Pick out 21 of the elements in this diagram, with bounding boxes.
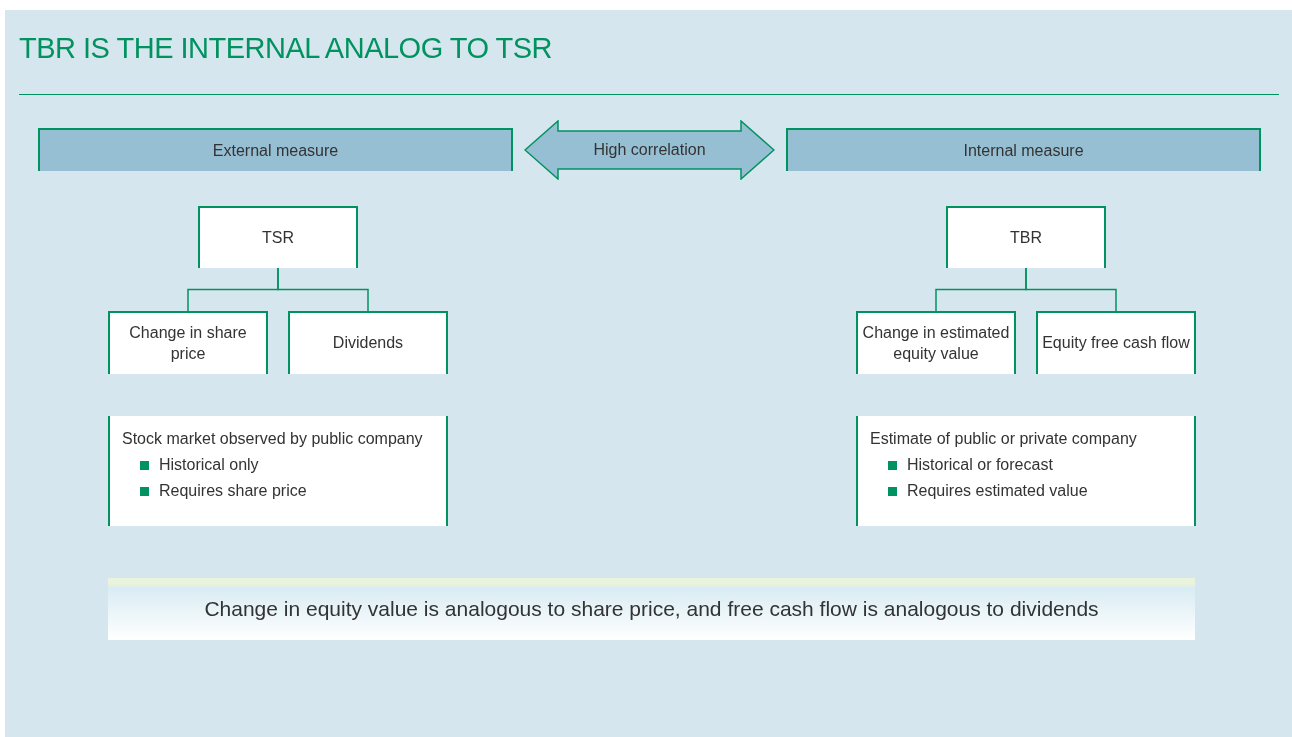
bullet-text: Requires estimated value (907, 482, 1088, 500)
note-box (108, 416, 448, 526)
note-heading: Stock market observed by public company (122, 430, 423, 448)
arrow-label: High correlation (593, 141, 706, 159)
header-band: External measure (38, 128, 513, 171)
note-box (856, 416, 1196, 526)
connector-line (277, 267, 369, 312)
bullet-text: Requires share price (159, 482, 307, 500)
process-box: Dividends (288, 311, 448, 374)
process-box: Change in estimated equity value (856, 311, 1016, 374)
process-box: Equity free cash flow (1036, 311, 1196, 374)
summary-banner: Change in equity value is analogous to share price, and free cash flow is analogous to dividends (108, 578, 1195, 640)
note-heading: Estimate of public or private company (870, 430, 1137, 448)
bullet-text: Historical or forecast (907, 456, 1053, 474)
connector-line (1025, 267, 1117, 312)
process-box: TBR (946, 206, 1106, 268)
title: TBR IS THE INTERNAL ANALOG TO TSR (19, 32, 553, 65)
bullet-text: Historical only (159, 456, 259, 474)
header-band: Internal measure (786, 128, 1261, 171)
process-box: TSR (198, 206, 358, 268)
process-box: Change in share price (108, 311, 268, 374)
